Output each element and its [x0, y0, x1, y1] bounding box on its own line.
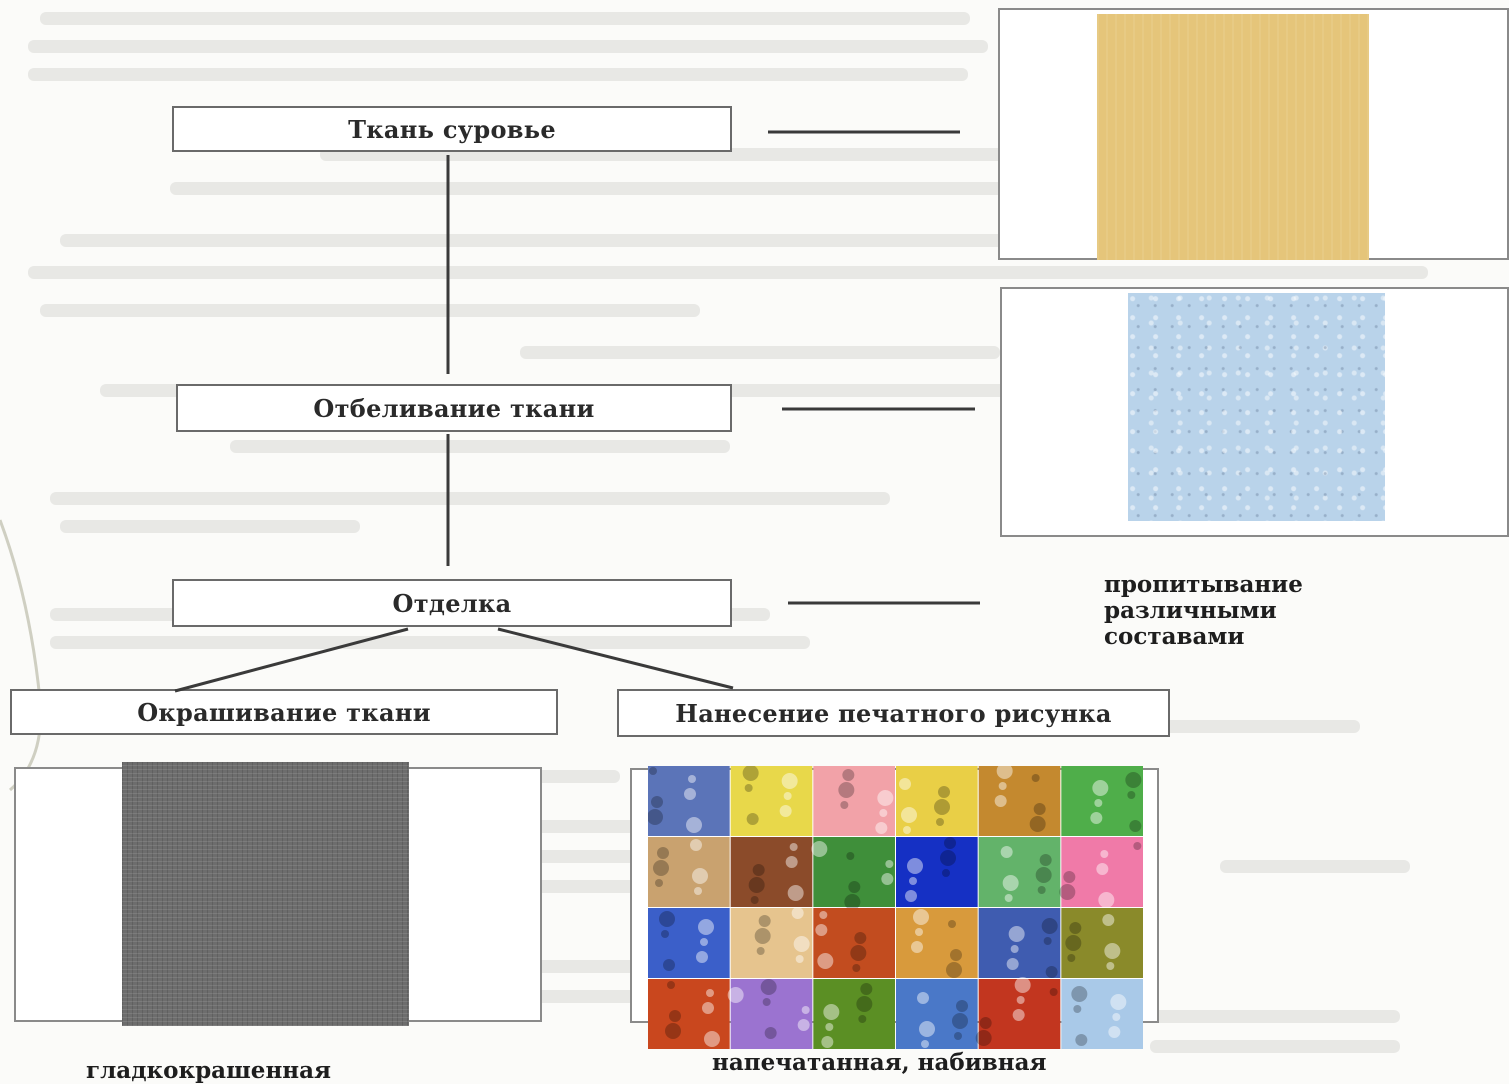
- printed-fabric-tile: [896, 837, 978, 907]
- printed-fabric-tile: [978, 837, 1061, 907]
- raw-fabric-swatch: [1097, 14, 1369, 260]
- node-bleaching: Отбеливание ткани: [176, 384, 732, 432]
- printed-fabric-tile: [730, 907, 813, 978]
- node-finishing: Отделка: [172, 579, 732, 627]
- printed-fabric-tile: [730, 837, 813, 907]
- node-dyeing: Окрашивание ткани: [10, 689, 558, 735]
- printed-fabric-tile: [648, 837, 730, 907]
- printed-fabric-tile: [978, 908, 1061, 978]
- node-printing-label: Нанесение печатного рисунка: [675, 698, 1112, 728]
- node-raw-fabric-label: Ткань суровье: [348, 114, 556, 144]
- printed-fabric-tile: [1061, 908, 1143, 978]
- node-finishing-label: Отделка: [392, 588, 512, 618]
- printed-fabric-tile: [1059, 837, 1143, 908]
- printed-fabric-tile: [813, 979, 895, 1049]
- printed-fabric-tile: [648, 908, 730, 978]
- printed-fabric-tile: [1061, 979, 1143, 1049]
- printed-fabric-tile: [896, 766, 978, 836]
- node-dyeing-label: Окрашивание ткани: [137, 697, 431, 727]
- print-sample-caption: напечатанная, набивная: [712, 1049, 1047, 1076]
- printed-fabric-swatch-grid: [648, 766, 1143, 1049]
- dye-sample-caption: гладкокрашенная: [86, 1057, 332, 1084]
- printed-fabric-tile: [730, 766, 813, 836]
- printed-fabric-tile: [813, 908, 895, 978]
- printed-fabric-tile: [727, 979, 813, 1049]
- printed-fabric-tile: [648, 766, 730, 836]
- printed-fabric-tile: [1061, 766, 1143, 836]
- node-printing: Нанесение печатного рисунка: [617, 689, 1170, 737]
- printed-fabric-tile: [975, 977, 1061, 1049]
- printed-fabric-tile: [978, 766, 1061, 836]
- dyed-fabric-swatch: [122, 762, 409, 1026]
- printed-fabric-tile: [813, 766, 895, 836]
- finish-sample-caption: пропитывание различными составами: [1104, 571, 1303, 650]
- printed-fabric-tile: [811, 837, 895, 910]
- printed-fabric-tile: [896, 979, 978, 1049]
- node-bleaching-label: Отбеливание ткани: [313, 393, 595, 423]
- printed-fabric-tile: [648, 979, 730, 1049]
- node-raw-fabric: Ткань суровье: [172, 106, 732, 152]
- bleached-fabric-swatch: [1128, 293, 1385, 521]
- printed-fabric-tile: [896, 908, 978, 978]
